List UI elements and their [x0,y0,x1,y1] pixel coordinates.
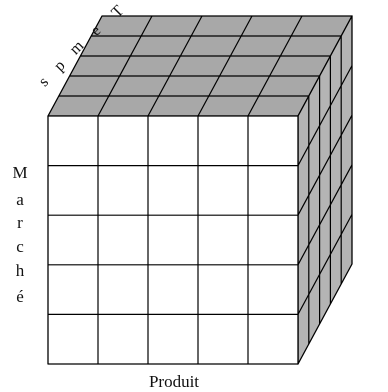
time-letter: p [51,57,69,75]
product-axis-label: Produit [149,372,199,391]
cube-gridlines [48,15,353,364]
market-letter: h [16,261,25,280]
side-grid-line [297,164,353,266]
market-letter: c [16,237,24,256]
cube-front-face [47,115,299,365]
side-grid-line [297,65,353,166]
side-grid-line [297,114,353,216]
market-letter: r [17,213,23,232]
top-grid-line [97,15,153,117]
market-letter: a [16,190,24,209]
market-letter: M [12,163,27,182]
side-grid-line [297,214,353,315]
cube-faces [47,15,353,365]
time-letter: s [36,74,52,90]
top-grid-line [197,15,253,117]
top-grid-line [147,15,203,117]
top-grid-line [247,15,303,117]
market-axis-label: M a r c h é [12,163,27,306]
market-letter: é [16,287,24,306]
